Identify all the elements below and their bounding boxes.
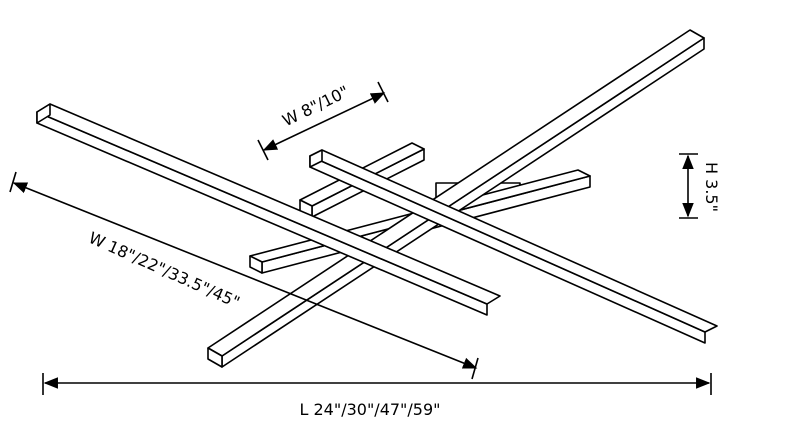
length-label: L 24"/30"/47"/59"	[299, 400, 440, 419]
bar-left-end-cap	[36, 103, 51, 124]
bar-width-label: W 18"/22"/33.5"/45"	[86, 228, 243, 312]
height-dimension: H 3.5"	[679, 153, 721, 219]
height-label: H 3.5"	[702, 162, 721, 212]
mount-width-label: W 8"/10"	[279, 82, 352, 130]
mount-width-dimension: W 8"/10"	[257, 81, 389, 161]
bar-right-end-cap	[309, 149, 323, 168]
long-bar-diagonal-side	[221, 37, 705, 368]
light-bars	[36, 29, 718, 368]
length-dimension: L 24"/30"/47"/59"	[42, 373, 712, 419]
